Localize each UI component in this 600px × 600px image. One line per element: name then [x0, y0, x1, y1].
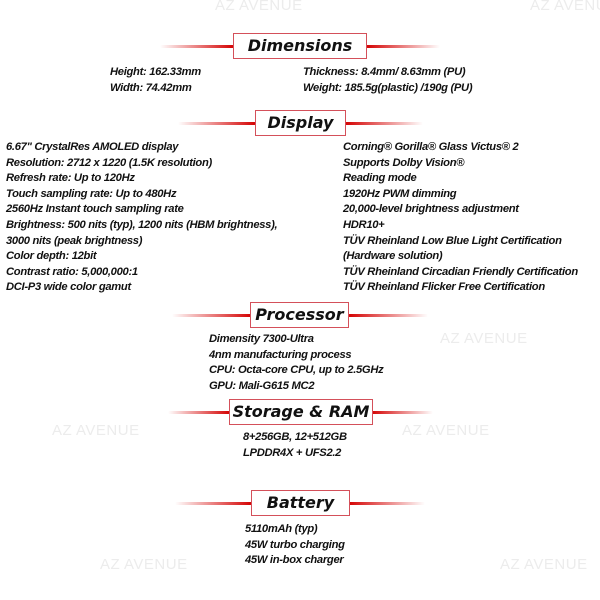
spec-line: Thickness: 8.4mm/ 8.63mm (PU)	[303, 66, 466, 78]
spec-line: Weight: 185.5g(plastic) /190g (PU)	[303, 81, 473, 94]
watermark: AZ AVENUE	[500, 556, 588, 573]
spec-line: 2560Hz Instant touch sampling rate	[6, 203, 184, 216]
spec-line: Corning® Gorilla® Glass Victus® 2	[343, 141, 519, 153]
spec-line: 20,000-level brightness adjustment	[343, 203, 519, 216]
watermark: AZ AVENUE	[530, 0, 600, 14]
dimensions-header: Dimensions	[0, 33, 600, 59]
spec-line: 3000 nits (peak brightness)	[6, 234, 143, 247]
spec-line: Refresh rate: Up to 120Hz	[6, 172, 135, 185]
processor-list: Dimensity 7300-Ultra 4nm manufacturing p…	[209, 332, 384, 394]
divider-line	[160, 45, 234, 48]
display-header: Display	[0, 110, 600, 136]
spec-line: Reading mode	[343, 172, 417, 185]
spec-line: 5110mAh (typ)	[245, 523, 318, 535]
spec-line: TÜV Rheinland Flicker Free Certification	[343, 281, 545, 294]
divider-line	[366, 45, 440, 48]
spec-line: DCI-P3 wide color gamut	[6, 281, 131, 294]
spec-line: TÜV Rheinland Low Blue Light Certificati…	[343, 234, 562, 247]
divider-line	[371, 411, 433, 414]
section-title: Display	[255, 110, 346, 136]
watermark: AZ AVENUE	[52, 422, 140, 439]
spec-line: Height: 162.33mm	[110, 66, 201, 78]
spec-line: Resolution: 2712 x 1220 (1.5K resolution…	[6, 156, 212, 169]
dimensions-left: Height: 162.33mm Width: 74.42mm	[110, 65, 201, 96]
divider-line	[345, 122, 423, 125]
display-right: Corning® Gorilla® Glass Victus® 2 Suppor…	[343, 140, 578, 296]
section-title: Dimensions	[233, 33, 367, 59]
section-title: Processor	[250, 302, 349, 328]
spec-line: Contrast ratio: 5,000,000:1	[6, 265, 138, 278]
battery-header: Battery	[0, 490, 600, 516]
spec-line: Dimensity 7300-Ultra	[209, 333, 314, 345]
divider-line	[178, 122, 256, 125]
divider-line	[168, 411, 230, 414]
battery-list: 5110mAh (typ) 45W turbo charging 45W in-…	[245, 522, 345, 569]
watermark: AZ AVENUE	[402, 422, 490, 439]
spec-line: 6.67" CrystalRes AMOLED display	[6, 141, 179, 153]
spec-line: 4nm manufacturing process	[209, 348, 352, 361]
watermark: AZ AVENUE	[215, 0, 303, 14]
dimensions-right: Thickness: 8.4mm/ 8.63mm (PU) Weight: 18…	[303, 65, 473, 96]
spec-line: GPU: Mali-G615 MC2	[209, 379, 315, 392]
storage-header: Storage & RAM	[0, 399, 600, 425]
spec-line: 45W in-box charger	[245, 554, 344, 567]
spec-line: HDR10+	[343, 218, 385, 231]
divider-line	[175, 502, 252, 505]
spec-line: Brightness: 500 nits (typ), 1200 nits (H…	[6, 218, 278, 231]
spec-line: 8+256GB, 12+512GB	[243, 431, 347, 443]
divider-line	[348, 314, 428, 317]
divider-line	[348, 502, 425, 505]
spec-line: TÜV Rheinland Circadian Friendly Certifi…	[343, 265, 578, 278]
section-title: Battery	[251, 490, 350, 516]
storage-list: 8+256GB, 12+512GB LPDDR4X + UFS2.2	[243, 430, 347, 461]
spec-line: Color depth: 12bit	[6, 250, 97, 263]
section-title: Storage & RAM	[229, 399, 373, 425]
spec-line: Supports Dolby Vision®	[343, 156, 465, 169]
spec-line: 1920Hz PWM dimming	[343, 187, 457, 200]
spec-line: Width: 74.42mm	[110, 81, 192, 94]
watermark: AZ AVENUE	[100, 556, 188, 573]
watermark: AZ AVENUE	[440, 330, 528, 347]
spec-line: LPDDR4X + UFS2.2	[243, 446, 342, 459]
spec-line: (Hardware solution)	[343, 250, 443, 263]
spec-line: 45W turbo charging	[245, 538, 345, 551]
spec-line: CPU: Octa-core CPU, up to 2.5GHz	[209, 364, 384, 377]
display-left: 6.67" CrystalRes AMOLED display Resoluti…	[6, 140, 278, 296]
spec-line: Touch sampling rate: Up to 480Hz	[6, 187, 177, 200]
processor-header: Processor	[0, 302, 600, 328]
divider-line	[172, 314, 252, 317]
